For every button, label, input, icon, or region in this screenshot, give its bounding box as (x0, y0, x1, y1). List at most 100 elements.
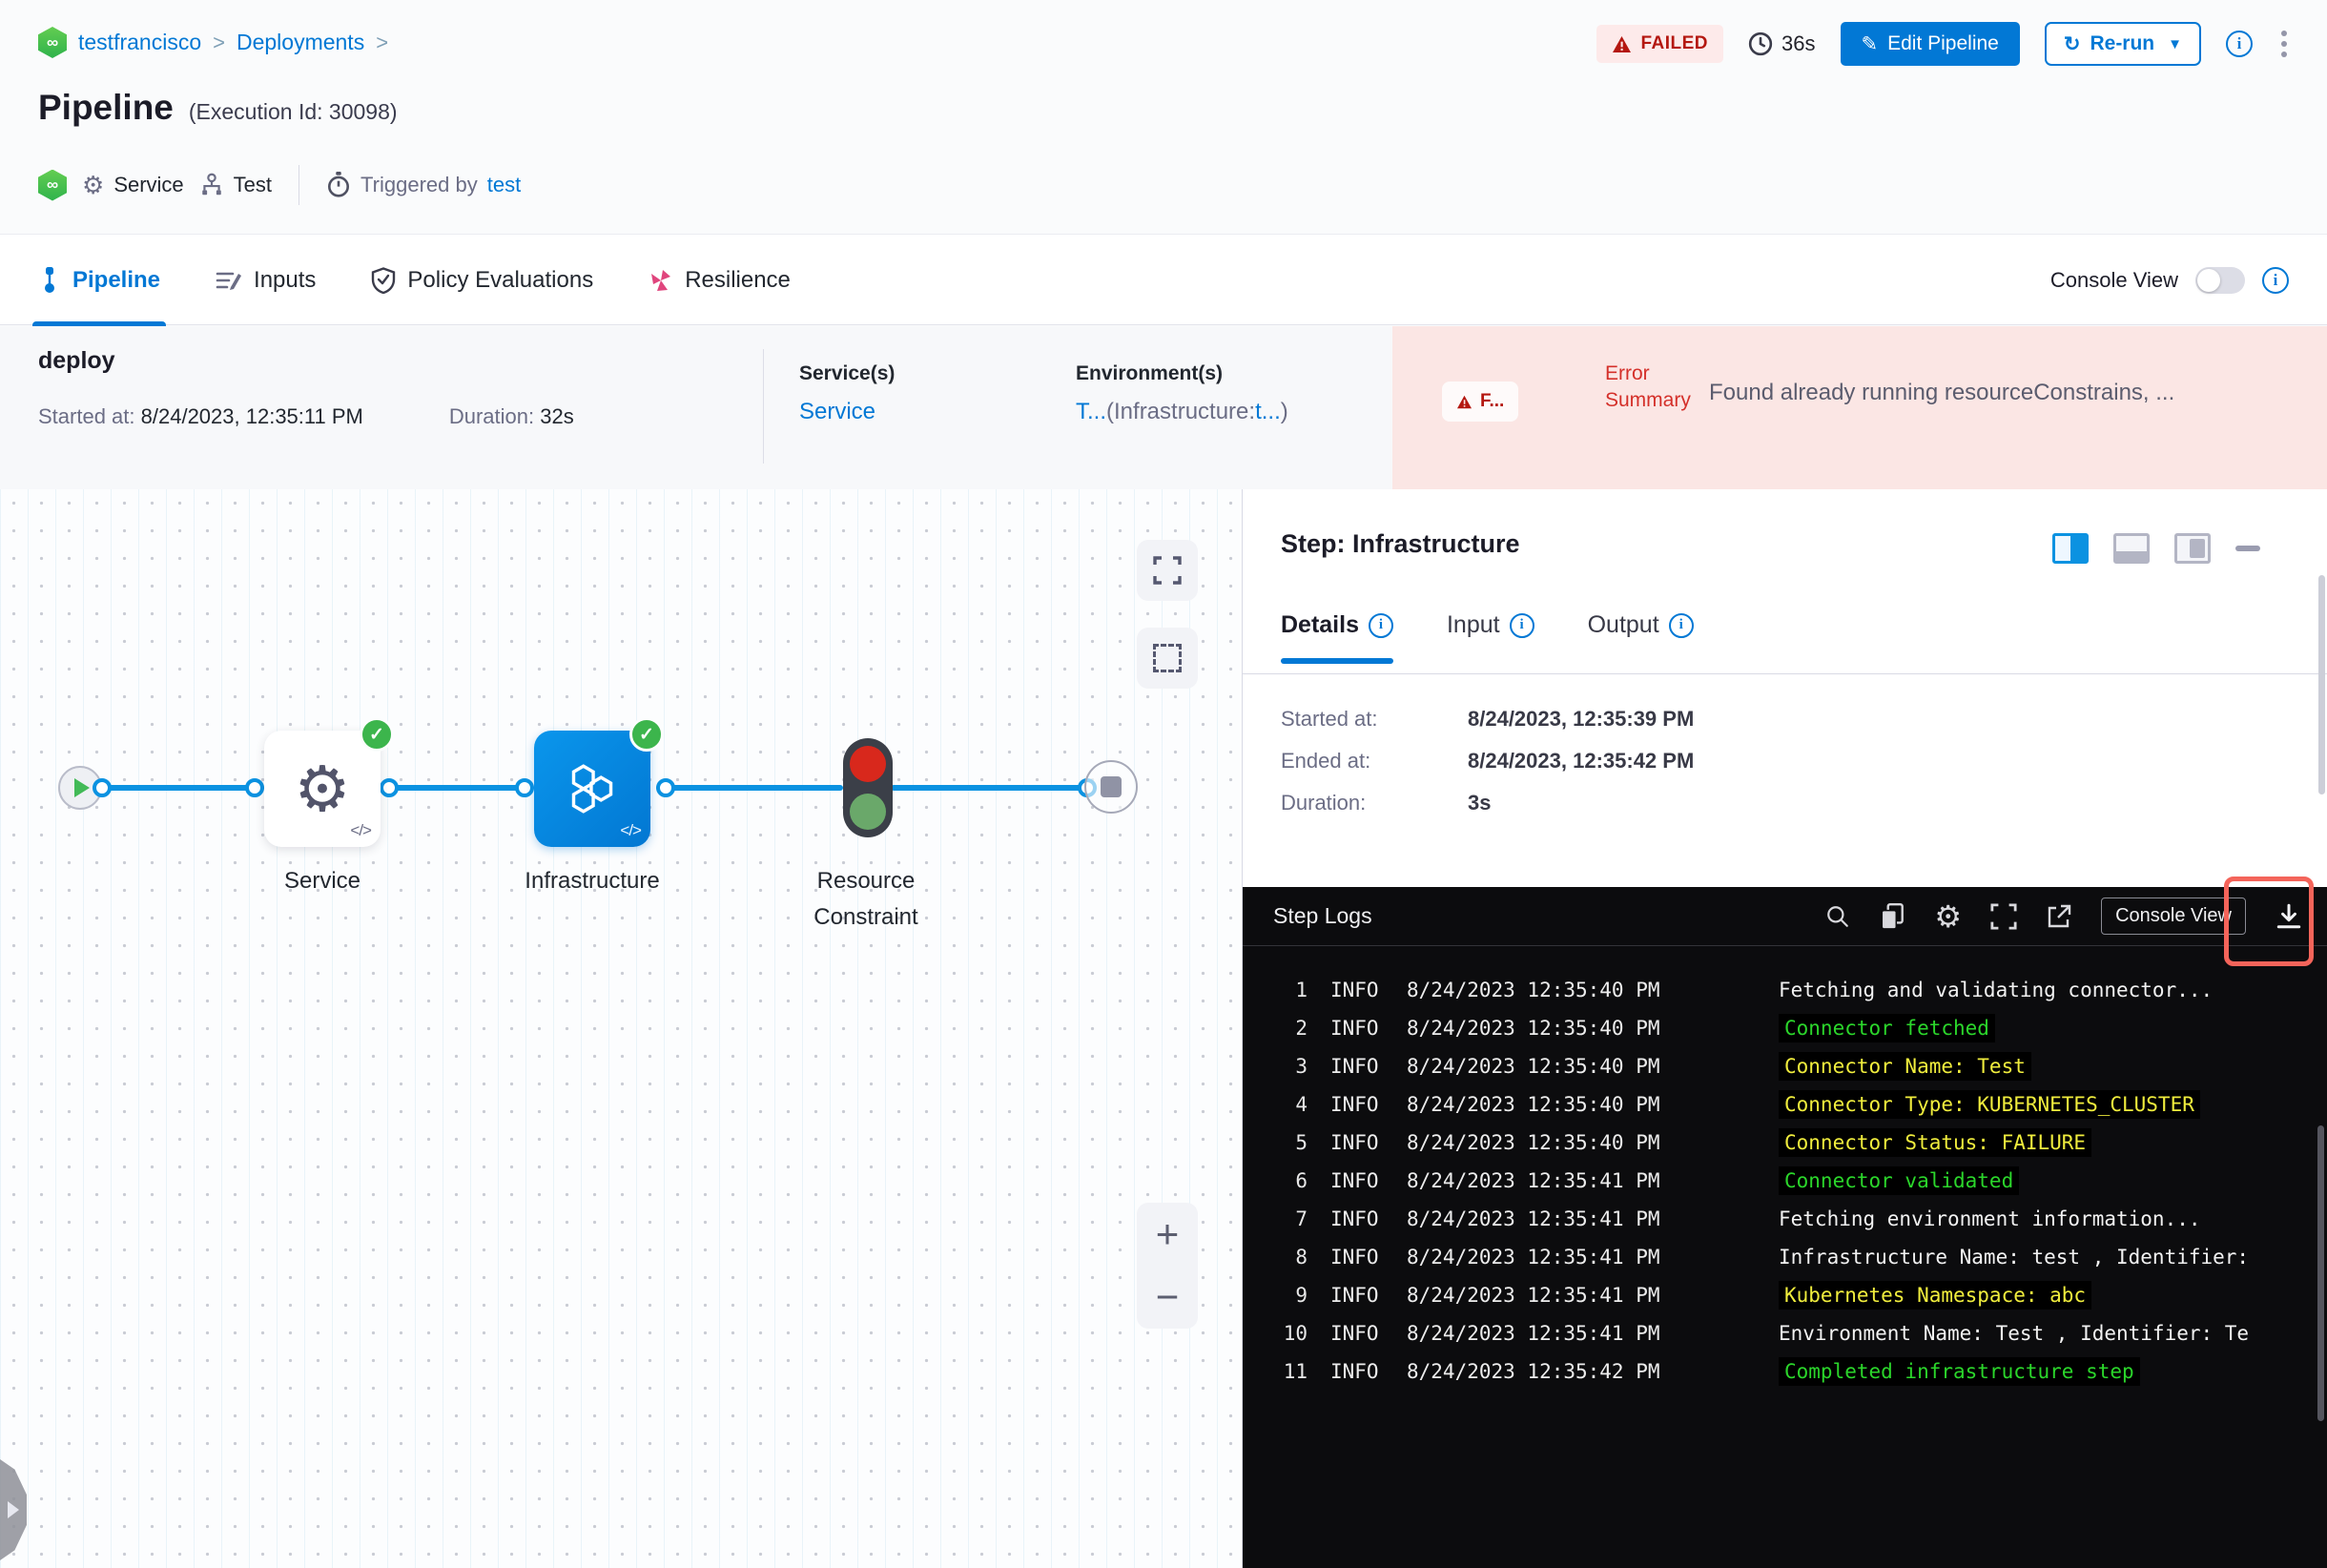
expand-fullscreen-icon[interactable] (1990, 902, 2017, 930)
status-badge-label: FAILED (1640, 33, 1709, 53)
resilience-chaos-icon (651, 270, 671, 291)
more-options-menu[interactable] (2277, 27, 2291, 61)
info-icon[interactable]: i (2262, 267, 2289, 294)
download-logs-icon[interactable] (2275, 902, 2303, 931)
connector-dot (93, 778, 112, 797)
info-icon[interactable]: i (2226, 31, 2253, 57)
stopwatch-icon (328, 172, 350, 197)
tab-policy-evaluations[interactable]: Policy Evaluations (371, 235, 593, 326)
edge-connector (80, 785, 264, 791)
tab-input[interactable]: Input i (1447, 611, 1534, 664)
elapsed-time-value: 36s (1781, 31, 1816, 55)
service-meta-label: Service (113, 173, 184, 196)
download-highlight-annotation (2224, 877, 2314, 966)
infrastructure-hexagons-icon (571, 764, 613, 814)
breadcrumb-deployments-link[interactable]: Deployments (236, 30, 365, 54)
zoom-out-button[interactable]: − (1155, 1274, 1180, 1319)
panel-scrollbar[interactable] (2318, 575, 2325, 794)
error-summary-message[interactable]: Found already running resourceConstrains… (1709, 380, 2175, 405)
code-icon: </> (620, 821, 642, 839)
environments-label: Environment(s) (1076, 362, 1224, 384)
zoom-in-button[interactable]: + (1155, 1211, 1180, 1256)
tab-policy-evaluations-label: Policy Evaluations (407, 267, 594, 293)
log-settings-gear-icon[interactable]: ⚙ (1934, 898, 1963, 934)
breadcrumb-project-link[interactable]: testfrancisco (78, 30, 202, 54)
connector-dot (515, 778, 534, 797)
info-icon[interactable]: i (1368, 612, 1393, 638)
breadcrumb-chevron-icon: > (213, 30, 225, 54)
pipeline-canvas[interactable]: ⚙ ✓ </> ✓ </> Service Infrastructure Res… (0, 489, 1242, 1568)
service-meta[interactable]: ⚙ Service (82, 171, 184, 200)
zoom-controls: + − (1137, 1203, 1198, 1329)
error-summary-label: Error Summary (1605, 362, 1691, 411)
divider (1243, 673, 2327, 674)
node-infrastructure[interactable]: ✓ </> (534, 717, 664, 847)
environment-meta[interactable]: Test (199, 173, 272, 197)
layout-split-right-icon[interactable] (2052, 533, 2089, 564)
environment-link[interactable]: T...(Infrastructure:t...) (1076, 399, 1288, 424)
layout-bottom-icon[interactable] (2113, 533, 2150, 564)
tab-output[interactable]: Output i (1588, 611, 1694, 664)
triggered-by-user-link[interactable]: test (486, 173, 522, 196)
environments-column: Environment(s) T...(Infrastructure:t...) (1076, 362, 1288, 425)
info-icon[interactable]: i (1509, 612, 1534, 638)
rerun-label: Re-run (2090, 32, 2155, 54)
node-service[interactable]: ⚙ ✓ </> (264, 717, 394, 847)
field-started-at: Started at: 8/24/2023, 12:35:39 PM (1281, 707, 1695, 731)
harness-logo-icon: ∞ (38, 27, 67, 58)
marquee-selection-icon (1153, 644, 1182, 672)
copy-icon[interactable] (1879, 902, 1905, 931)
edge-connector (891, 785, 1094, 791)
tab-details-label: Details (1281, 611, 1359, 638)
service-link[interactable]: Service (799, 399, 876, 424)
header-actions: FAILED 36s ✎ Edit Pipeline ↻ Re-run ▼ i (1596, 21, 2291, 67)
stop-icon (1101, 776, 1122, 797)
search-icon[interactable] (1825, 904, 1850, 929)
node-resource-constraint[interactable] (843, 738, 893, 837)
refresh-icon: ↻ (2063, 32, 2081, 55)
fit-to-screen-button[interactable] (1137, 540, 1198, 601)
tab-resilience[interactable]: Resilience (649, 235, 791, 326)
log-scrollbar[interactable] (2317, 1125, 2324, 1421)
traffic-green-light (850, 794, 886, 830)
layout-floating-icon[interactable] (2174, 533, 2211, 564)
tab-pipeline[interactable]: Pipeline (31, 235, 167, 326)
inputs-icon (216, 272, 242, 290)
tab-resilience-label: Resilience (685, 267, 791, 293)
field-duration: Duration: 3s (1281, 791, 1492, 815)
stage-started-value: 8/24/2023, 12:35:11 PM (140, 404, 363, 428)
stage-duration-label: Duration: (448, 404, 535, 428)
end-node (1084, 760, 1138, 814)
node-label-resource-constraint: Resource Constraint (813, 868, 918, 930)
error-badge-label: F... (1480, 391, 1505, 411)
view-tabs: Pipeline Inputs Policy Evaluations (31, 235, 791, 326)
stage-summary-bar: deploy Started at: 8/24/2023, 12:35:11 P… (0, 326, 2327, 489)
console-view-toggle[interactable] (2195, 267, 2245, 294)
play-icon (74, 778, 90, 797)
stage-name[interactable]: deploy (38, 347, 115, 374)
tab-inputs[interactable]: Inputs (216, 235, 316, 326)
edit-pipeline-label: Edit Pipeline (1887, 32, 1999, 54)
marquee-select-button[interactable] (1137, 628, 1198, 689)
tab-details[interactable]: Details i (1281, 611, 1393, 664)
execution-meta-row: ∞ ⚙ Service Test (38, 164, 521, 206)
expand-panel-handle[interactable] (0, 1459, 27, 1560)
tab-inputs-label: Inputs (254, 267, 317, 293)
minimize-panel-icon[interactable] (2235, 546, 2260, 551)
console-view-button[interactable]: Console View (2101, 897, 2246, 935)
success-check-icon: ✓ (360, 717, 394, 752)
elapsed-time: 36s (1748, 31, 1816, 56)
rerun-button[interactable]: ↻ Re-run ▼ (2044, 22, 2201, 66)
warning-triangle-icon (1613, 35, 1632, 52)
info-icon[interactable]: i (1668, 612, 1694, 638)
open-in-new-icon[interactable] (2046, 903, 2072, 930)
edit-pipeline-button[interactable]: ✎ Edit Pipeline (1840, 22, 2020, 66)
